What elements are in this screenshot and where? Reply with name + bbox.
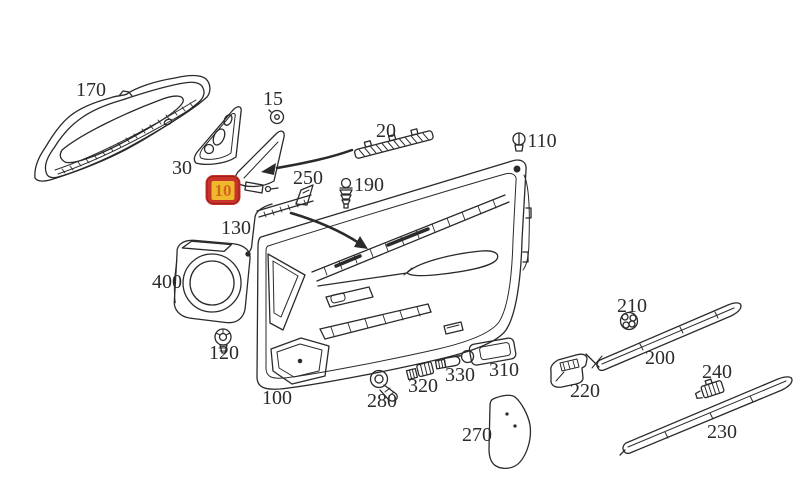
part-270-drawing [488,394,532,469]
part-label-320[interactable]: 320 [408,376,438,396]
pointer-arrows [261,148,368,249]
part-label-30[interactable]: 30 [172,158,192,178]
part-number: 210 [617,295,647,317]
part-label-240[interactable]: 240 [702,362,732,382]
part-number: 10 [211,181,235,200]
part-number: 170 [76,79,106,101]
part-label-110[interactable]: 110 [527,131,556,151]
part-100-drawing [256,159,532,390]
part-label-270[interactable]: 270 [462,425,492,445]
part-310-drawing [455,337,517,366]
part-label-100[interactable]: 100 [262,388,292,408]
part-number: 320 [408,375,438,397]
part-number: 100 [262,387,292,409]
part-label-280[interactable]: 280 [367,391,397,411]
part-30-drawing [193,106,242,165]
part-280-drawing [369,369,398,402]
part-number: 30 [172,157,192,179]
part-number: 270 [462,424,492,446]
part-label-250[interactable]: 250 [293,168,323,188]
part-170-drawing [34,74,211,182]
part-label-15[interactable]: 15 [263,89,283,109]
part-number: 15 [263,88,283,110]
part-240-drawing [694,378,725,400]
part-label-210[interactable]: 210 [617,296,647,316]
part-label-400[interactable]: 400 [152,272,182,292]
part-label-10[interactable]: 10 [206,176,240,204]
part-number: 330 [445,364,475,386]
part-120-drawing [214,328,232,354]
part-number: 230 [707,421,737,443]
part-label-120[interactable]: 120 [209,343,239,363]
part-number: 400 [152,271,182,293]
part-200-drawing [585,302,742,372]
part-400-drawing [173,239,251,324]
part-label-230[interactable]: 230 [707,422,737,442]
part-label-190[interactable]: 190 [354,175,384,195]
part-label-310[interactable]: 310 [489,360,519,380]
part-110-drawing [512,132,526,152]
part-number: 200 [645,347,675,369]
part-label-200[interactable]: 200 [645,348,675,368]
part-220-drawing [550,353,603,388]
part-number: 250 [293,167,323,189]
part-label-220[interactable]: 220 [570,381,600,401]
part-label-170[interactable]: 170 [76,80,106,100]
part-20-drawing [354,128,434,159]
part-label-130[interactable]: 130 [221,218,251,238]
part-number: 130 [221,217,251,239]
part-15-drawing [268,109,285,125]
part-label-330[interactable]: 330 [445,365,475,385]
part-210-drawing [619,311,639,331]
part-number: 120 [209,342,239,364]
part-number: 310 [489,359,519,381]
part-number: 110 [527,130,557,152]
part-number: 220 [570,380,600,402]
part-number: 280 [367,390,397,412]
part-190-drawing [339,177,353,209]
part-number: 190 [354,174,384,196]
part-number: 20 [376,120,396,142]
part-320-drawing [405,361,435,381]
part-230-drawing [619,376,793,456]
part-label-20[interactable]: 20 [376,121,396,141]
part-number: 240 [702,361,732,383]
